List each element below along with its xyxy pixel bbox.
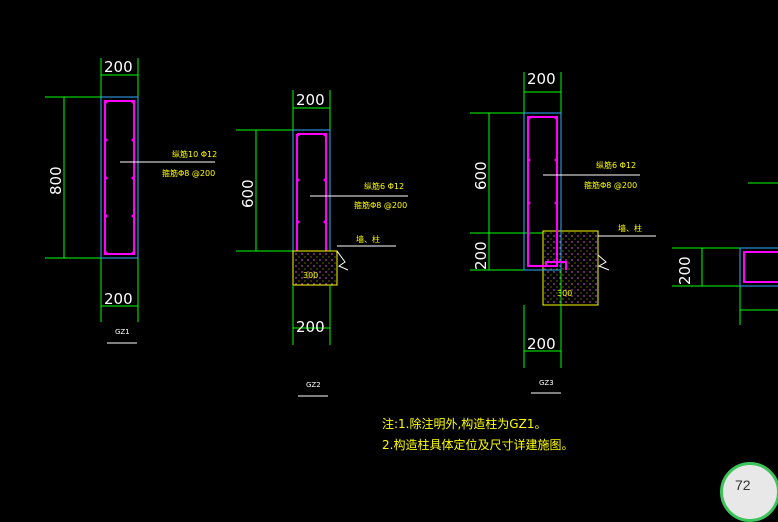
- gz2-label: GZ2: [306, 381, 321, 389]
- progress-badge[interactable]: 72: [720, 462, 778, 522]
- note-line-1: 注:1.除注明外,构造柱为GZ1。: [382, 416, 546, 431]
- gz1-width-bottom-dim: 200: [104, 290, 133, 308]
- gz2-height-dim: 600: [239, 179, 257, 208]
- gz3-column-outline: [523, 112, 562, 271]
- gz2-section: 200 600 300 200 纵筋6 Φ12 箍筋Φ8 @200 墙、柱 GZ…: [236, 90, 408, 397]
- gz2-base-dim: 300: [303, 271, 318, 280]
- gz1-stirrup-spec: 箍筋Φ8 @200: [162, 168, 215, 178]
- gz4-column-outline: [739, 247, 778, 287]
- gz1-section: 200 800 200 纵筋10 Φ12 箍筋Φ8 @200 GZ1: [45, 58, 217, 344]
- gz1-rebar-dots: [104, 100, 135, 255]
- gz3-stirrup-spec: 箍筋Φ8 @200: [584, 180, 637, 190]
- general-notes: 注:1.除注明外,构造柱为GZ1。 2.构造柱具体定位及尺寸详建施图。: [382, 416, 573, 452]
- cad-drawing-canvas: 200 800 200 纵筋10 Φ12 箍筋Φ8 @200 GZ1 2: [45, 58, 778, 452]
- gz3-wall-label: 墙、柱: [618, 223, 642, 233]
- gz1-width-top-dim: 200: [104, 58, 133, 76]
- gz3-base-dim: 300: [557, 289, 572, 298]
- gz3-height-dim: 600: [472, 161, 490, 190]
- gz4-stirrup: [743, 251, 778, 283]
- gz1-label: GZ1: [115, 328, 130, 336]
- gz1-stirrup: [104, 100, 135, 255]
- gz2-stirrup-spec: 箍筋Φ8 @200: [354, 200, 407, 210]
- gz4-section-partial: 200: [672, 182, 778, 325]
- gz3-rebar-dots: [527, 116, 558, 205]
- gz4-height-dim: 200: [676, 256, 694, 285]
- gz2-column-outline: [292, 129, 331, 252]
- gz2-rebar-dots: [296, 133, 327, 224]
- gz3-longitudinal-rebar: 纵筋6 Φ12: [596, 160, 636, 170]
- gz2-base-wall: [292, 250, 338, 286]
- gz3-lower-dim: 200: [472, 241, 490, 270]
- gz2-stirrup: [296, 133, 327, 251]
- note-line-2: 2.构造柱具体定位及尺寸详建施图。: [382, 437, 573, 452]
- gz1-column-outline: [100, 96, 139, 259]
- gz3-base-wall: [542, 230, 599, 306]
- gz2-width-bottom-dim: 200: [296, 318, 325, 336]
- gz2-wall-label: 墙、柱: [356, 234, 380, 244]
- gz3-width-bottom-dim: 200: [527, 335, 556, 353]
- gz1-longitudinal-rebar: 纵筋10 Φ12: [172, 149, 217, 159]
- gz3-label: GZ3: [539, 379, 554, 387]
- gz2-width-top-dim: 200: [296, 91, 325, 109]
- gz3-width-top-dim: 200: [527, 70, 556, 88]
- progress-badge-text: 72: [735, 477, 751, 493]
- gz3-section: 200 600 200 300 200 纵筋6 Φ12 箍筋Φ8 @200 墙、…: [470, 70, 656, 394]
- gz2-longitudinal-rebar: 纵筋6 Φ12: [364, 181, 404, 191]
- gz1-height-dim: 800: [47, 166, 65, 195]
- gz3-stirrup: [527, 116, 567, 270]
